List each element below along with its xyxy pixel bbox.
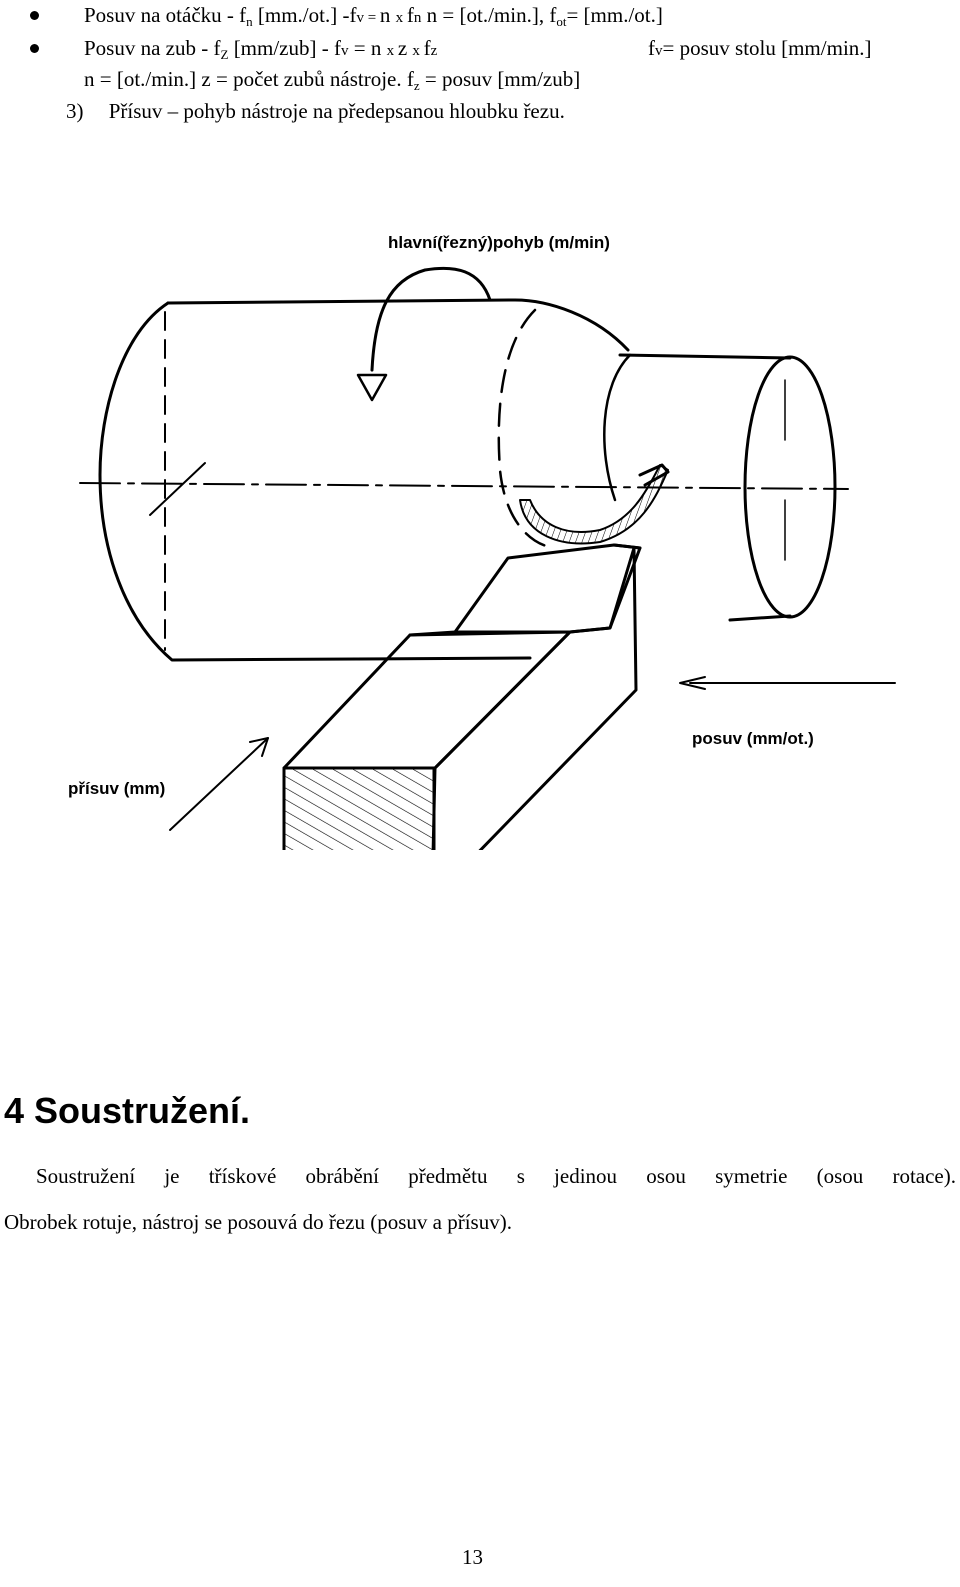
text: = n: [348, 36, 387, 60]
text-line-feed-per-tooth: Posuv na zub - fZ [mm/zub] - fv = n x z …: [84, 35, 437, 64]
tool-cross-section: [282, 766, 436, 850]
text: n: [413, 10, 422, 26]
text: x: [395, 10, 407, 26]
text: f: [648, 36, 655, 60]
text: = [mm./ot.]: [566, 3, 663, 27]
text: f: [406, 3, 414, 27]
paragraph-line-2: Obrobek rotuje, nástroj se posouvá do ře…: [4, 1210, 512, 1234]
text: z: [397, 36, 413, 60]
text-line-feed-per-rev: Posuv na otáčku - fn [mm./ot.] -fv = n x…: [84, 2, 663, 31]
text: = posuv stolu [mm/min.]: [662, 36, 872, 60]
text: n = [ot./min.] z = počet zubů nástroje. …: [84, 67, 414, 91]
workpiece-end-face: [743, 355, 837, 619]
subscript: ot: [556, 14, 567, 29]
text: n: [379, 3, 396, 27]
text: v =: [356, 10, 380, 26]
text: v: [340, 43, 349, 59]
subscript: z: [413, 78, 420, 93]
text: Posuv na otáčku - f: [84, 3, 247, 27]
bullet: [30, 44, 39, 53]
text: z: [430, 43, 438, 59]
text: Posuv na zub - f: [84, 36, 221, 60]
workpiece-large-cylinder: [98, 301, 532, 662]
text: [mm/zub] - f: [228, 36, 341, 60]
infeed-arrow: [169, 737, 269, 831]
list-text: Přísuv – pohyb nástroje na předepsanou h…: [108, 99, 565, 123]
bullet: [30, 11, 39, 20]
tool-body-side: [431, 546, 638, 850]
page-number: 13: [462, 1545, 483, 1569]
text: v: [655, 43, 663, 59]
list-item-3: 3) Přísuv – pohyb nástroje na předepsano…: [66, 98, 565, 124]
chip: [519, 464, 669, 545]
label-main-motion: hlavní(řezný)pohyb (m/min): [388, 233, 610, 252]
text: x: [386, 43, 398, 59]
text: x: [412, 43, 424, 59]
subscript: Z: [220, 47, 229, 62]
workpiece-small-cylinder: [603, 353, 632, 502]
label-infeed: přísuv (mm): [68, 779, 165, 798]
section-heading: 4 Soustružení.: [4, 1090, 251, 1131]
text: n = [ot./min.], f: [421, 3, 557, 27]
workpiece-groove: [513, 298, 630, 352]
list-number: 3): [66, 99, 84, 123]
text: f: [423, 36, 431, 60]
text-line-table-feed: fv= posuv stolu [mm/min.]: [648, 35, 872, 64]
text: = posuv [mm/zub]: [419, 67, 581, 91]
label-feed: posuv (mm/ot.): [692, 729, 814, 748]
cutting-motion-arrow: [370, 266, 492, 372]
rotation-axis: [79, 482, 849, 490]
subscript: n: [246, 14, 253, 29]
text: [mm./ot.] -f: [252, 3, 357, 27]
turning-diagram: hlavní(řezný)pohyb (m/min) posuv (mm/ot.…: [68, 233, 896, 850]
text-line-variables: n = [ot./min.] z = počet zubů nástroje. …: [84, 66, 580, 92]
paragraph-line-1: Soustružení je třískové obrábění předmět…: [36, 1164, 956, 1188]
tool-body-top: [282, 630, 572, 770]
